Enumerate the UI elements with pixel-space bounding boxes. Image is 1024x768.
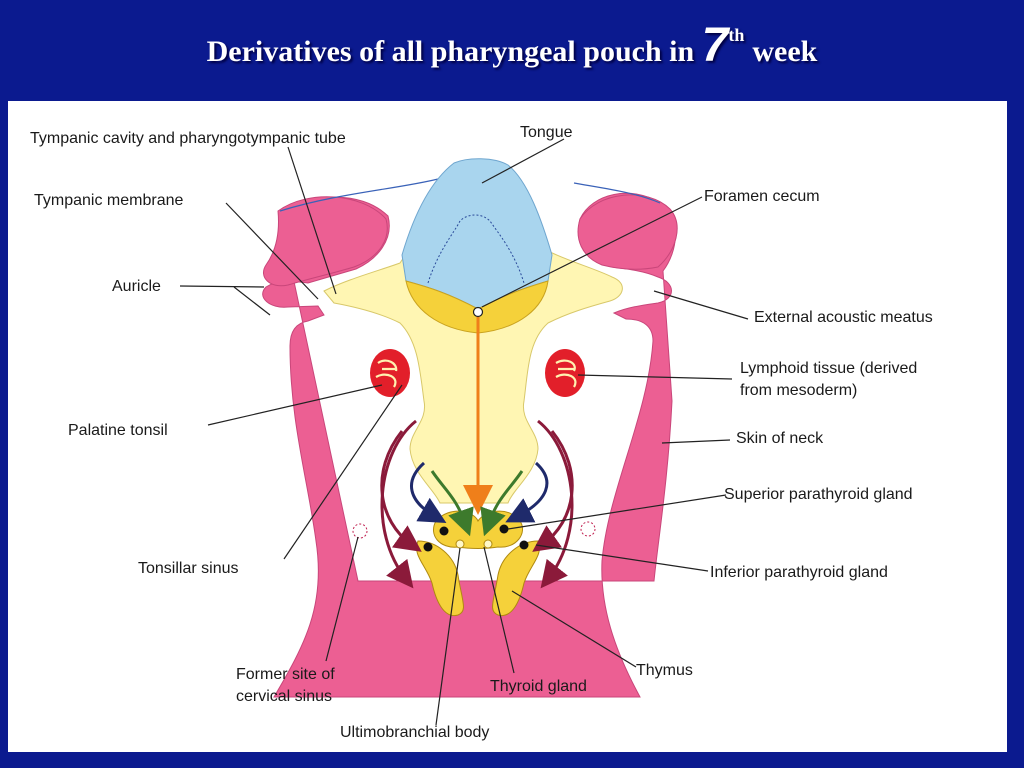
right-pinna (577, 194, 678, 270)
lymphoid-tissue-right (545, 349, 585, 397)
label-auricle: Auricle (112, 278, 161, 295)
label-external-acoustic-meatus: External acoustic meatus (754, 309, 933, 326)
diagram-panel: Tympanic cavity and pharyngotympanic tub… (8, 101, 1007, 752)
label-ultimobranchial-body: Ultimobranchial body (340, 724, 489, 741)
pointer-lines (179, 138, 749, 726)
left-pinna (263, 196, 388, 287)
label-palatine-tonsil: Palatine tonsil (68, 422, 168, 439)
label-lymphoid-line2: from mesoderm) (740, 382, 857, 399)
label-thymus: Thymus (636, 662, 693, 679)
foramen-region (405, 280, 549, 334)
label-tongue: Tongue (520, 124, 573, 141)
cervical-sinus-left (352, 523, 368, 539)
migration-arrow-navy-left (410, 461, 447, 523)
label-skin-of-neck: Skin of neck (736, 430, 824, 447)
ultimobranchial-left (455, 539, 465, 549)
label-inferior-parathyroid: Inferior parathyroid gland (710, 564, 888, 581)
thymus-right (492, 540, 540, 617)
superior-parathyroid-right (499, 524, 509, 534)
label-tympanic-membrane: Tympanic membrane (34, 192, 183, 209)
migration-arrow-navy-right (505, 461, 549, 523)
label-tonsillar-sinus: Tonsillar sinus (138, 560, 238, 577)
label-lymphoid-line1: Lymphoid tissue (derived (740, 360, 917, 377)
label-thyroid-gland: Thyroid gland (490, 678, 587, 695)
inferior-parathyroid-right (519, 540, 529, 550)
title-suffix: week (752, 35, 818, 68)
slide-title: Derivatives of all pharyngeal pouch in 7… (0, 18, 1024, 88)
inferior-parathyroid-left (423, 542, 433, 552)
title-superscript: th (728, 25, 745, 45)
migration-arrow-maroon-left-inner (380, 430, 422, 552)
migration-arrow-green-left (430, 470, 474, 537)
label-superior-parathyroid: Superior parathyroid gland (724, 486, 913, 503)
ultimobranchial-right (483, 539, 493, 549)
title-number: 7 (701, 19, 729, 72)
migration-arrow-maroon-right-outer (537, 419, 574, 589)
pharyngeal-pouch-diagram: Tympanic cavity and pharyngotympanic tub… (30, 124, 933, 741)
label-foramen-cecum: Foramen cecum (704, 188, 820, 205)
title-prefix: Derivatives of all pharyngeal pouch in (206, 35, 702, 68)
label-tympanic-cavity: Tympanic cavity and pharyngotympanic tub… (30, 130, 346, 147)
palatine-tonsil-left (375, 359, 398, 388)
tongue-dotted-outline (427, 214, 525, 284)
foramen-cecum-dot (472, 306, 484, 318)
pharynx (323, 250, 623, 504)
palatine-tonsil-right (555, 359, 577, 388)
migration-arrow-maroon-right-inner (532, 430, 574, 552)
migration-arrow-green-right (480, 470, 524, 537)
label-former-site-line1: Former site of (236, 666, 335, 683)
thymus-left (416, 540, 464, 617)
lymphoid-tissue-left (370, 349, 410, 397)
neck-outline (279, 178, 661, 212)
superior-parathyroid-left (439, 526, 449, 536)
label-former-site-line2: cervical sinus (236, 688, 332, 705)
cervical-sinus-right (580, 521, 596, 537)
